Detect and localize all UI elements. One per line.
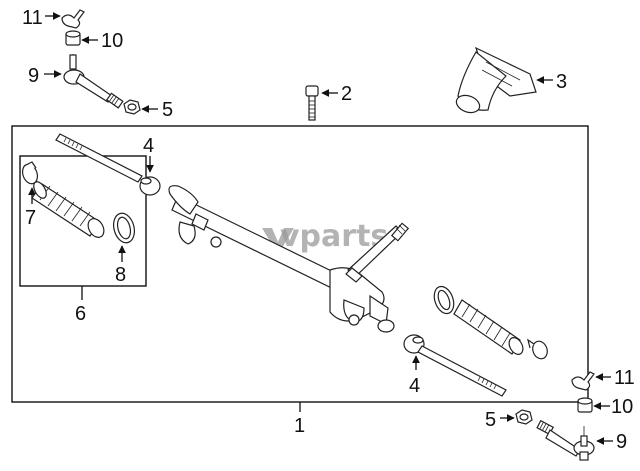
part-steering-boot-right bbox=[433, 285, 548, 360]
callout-9-top: 9 bbox=[28, 65, 39, 87]
callout-11-top: 11 bbox=[22, 7, 43, 29]
callout-10-bottom: 10 bbox=[611, 396, 633, 418]
part-inner-tie-rod-right bbox=[403, 334, 507, 397]
part-1-rack-housing bbox=[168, 185, 410, 333]
part-steering-boot-left bbox=[31, 181, 136, 244]
part-10-nut-top bbox=[65, 30, 81, 46]
callout-9-bottom: 9 bbox=[616, 431, 627, 453]
watermark-logo: vparts bbox=[262, 219, 388, 254]
part-5-nut-bottom bbox=[515, 409, 533, 425]
callout-3: 3 bbox=[556, 71, 567, 93]
callout-6: 6 bbox=[75, 303, 86, 325]
callout-2: 2 bbox=[341, 83, 352, 105]
callout-1: 1 bbox=[294, 415, 305, 437]
callout-4-left: 4 bbox=[143, 135, 154, 157]
callout-5-top: 5 bbox=[162, 99, 173, 121]
part-7-clamp bbox=[21, 161, 39, 185]
boot-kit-frame bbox=[19, 155, 147, 287]
callout-5-bottom: 5 bbox=[485, 409, 496, 431]
part-10-nut-bottom bbox=[577, 397, 593, 413]
callout-4-right: 4 bbox=[409, 375, 420, 397]
watermark-text: vparts bbox=[280, 219, 388, 254]
part-9-tie-rod-end-bottom bbox=[536, 419, 595, 461]
callout-10-top: 10 bbox=[101, 30, 123, 52]
part-5-nut-top bbox=[123, 99, 141, 115]
part-11-clip-bottom bbox=[571, 371, 595, 391]
part-11-clip-top bbox=[61, 9, 85, 29]
part-inner-tie-rod-left bbox=[55, 133, 161, 196]
part-9-tie-rod-end-top bbox=[63, 54, 124, 109]
callout-11-bottom: 11 bbox=[614, 367, 635, 389]
part-3-cover bbox=[455, 46, 537, 114]
callout-8: 8 bbox=[115, 264, 126, 286]
part-2-bolt bbox=[305, 85, 319, 121]
callout-7: 7 bbox=[25, 207, 36, 229]
